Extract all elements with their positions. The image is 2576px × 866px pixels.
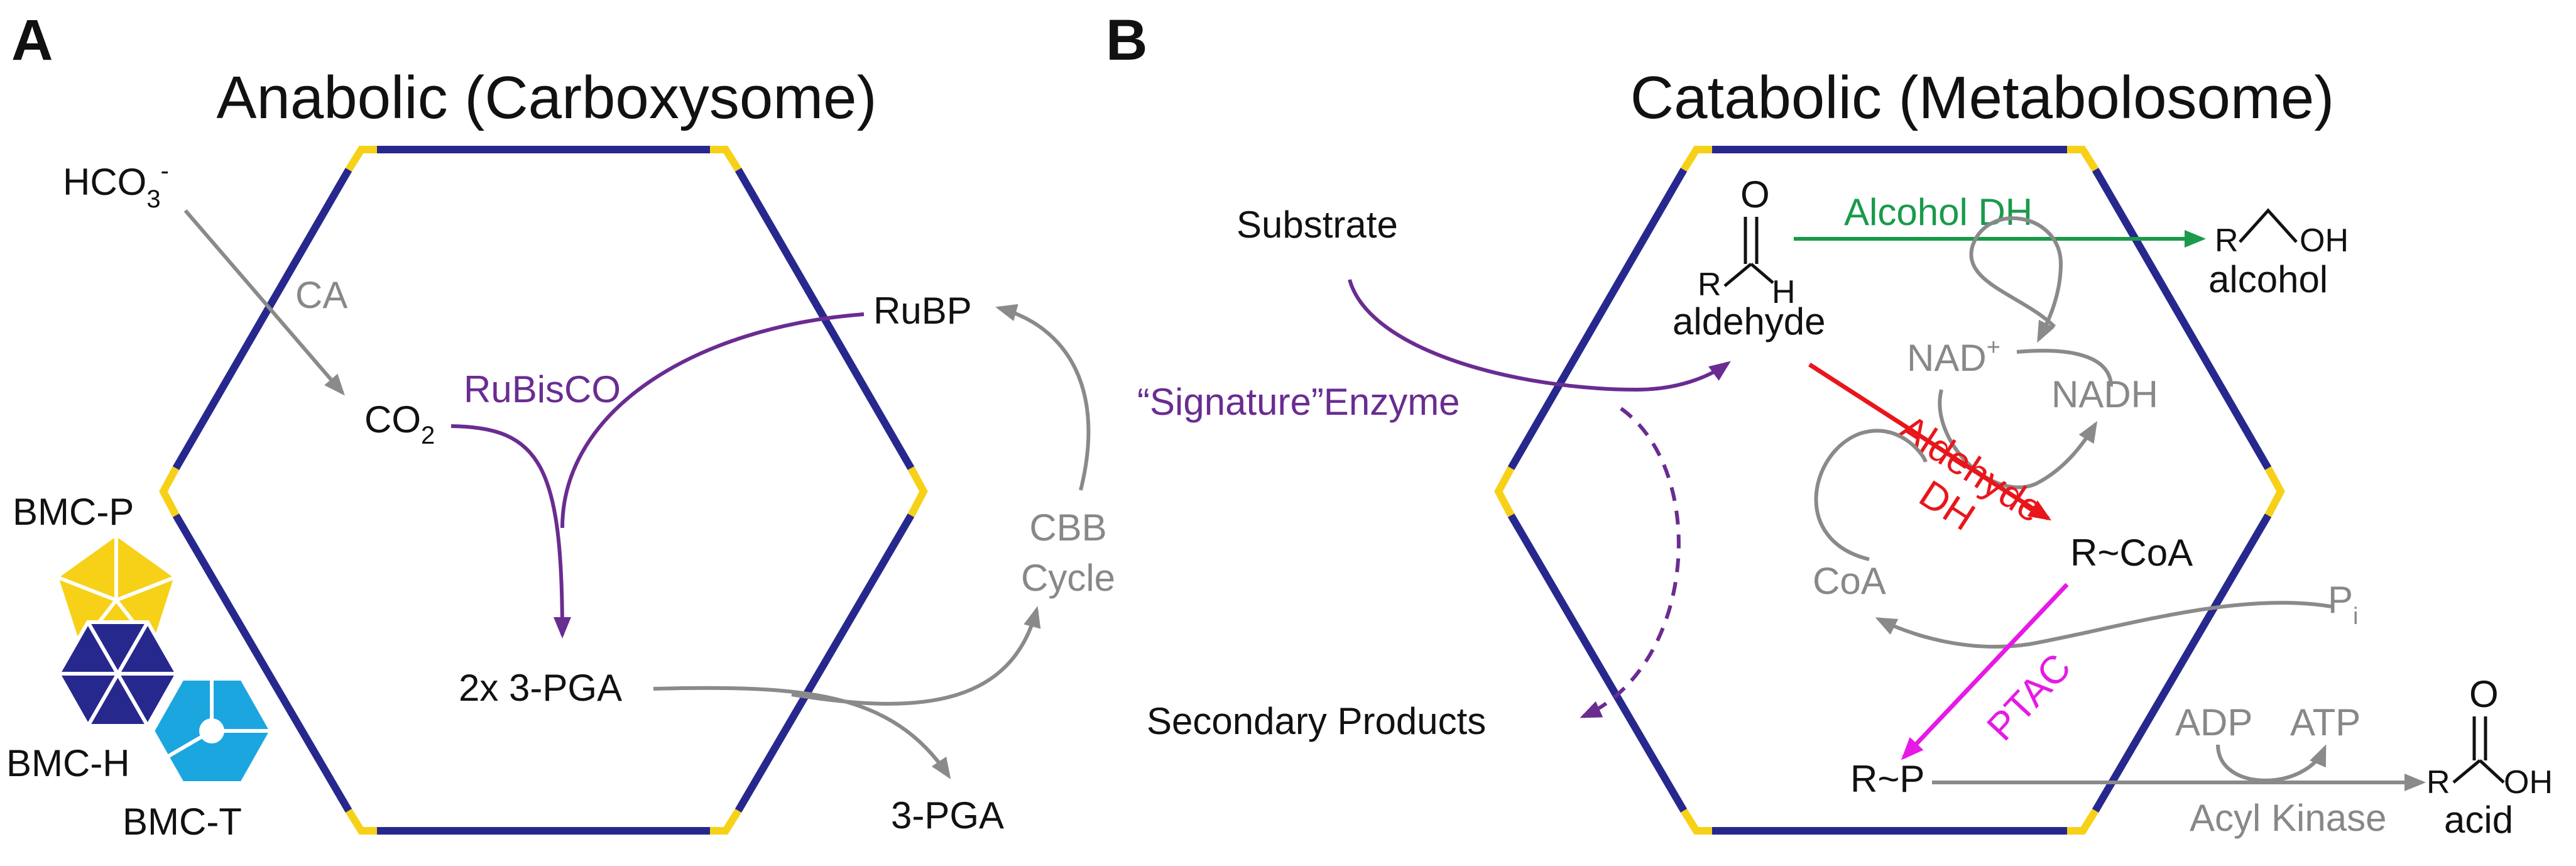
bicarbonate-label: HCO3-	[63, 157, 169, 213]
rubisco-label: RuBisCO	[464, 368, 621, 410]
metabolosome-shell	[1494, 146, 2285, 835]
pga-product-label: 3-PGA	[891, 794, 1004, 836]
rubisco-arrow-co2	[450, 424, 571, 639]
panel-b-title: Catabolic (Metabolosome)	[1630, 64, 2335, 131]
svg-text:O: O	[1740, 173, 1770, 216]
bmc-p-label: BMC-P	[13, 491, 134, 533]
acid-label: acid	[2444, 799, 2513, 841]
aldehyde-label: aldehyde	[1673, 300, 1826, 343]
svg-text:R: R	[2426, 764, 2450, 801]
cbb-label-1: CBB	[1029, 507, 1106, 549]
rp-label: R~P	[1850, 758, 1924, 800]
acyl-kinase-label: Acyl Kinase	[2190, 797, 2386, 839]
secondary-products-label: Secondary Products	[1147, 700, 1486, 742]
rubp-label: RuBP	[873, 290, 972, 332]
rubisco-arrow-rubp	[560, 312, 865, 529]
acid-structure: O R OH	[2426, 673, 2553, 801]
ca-arrow	[183, 209, 345, 396]
cbb-label-2: Cycle	[1021, 557, 1115, 599]
svg-text:R: R	[2215, 222, 2239, 259]
alcohol-dh-label: Alcohol DH	[1844, 191, 2033, 233]
aldehyde-dh-arrow	[1808, 363, 2052, 521]
bmc-h-hexamer-icon	[56, 620, 180, 728]
signature-enzyme-label: “Signature”Enzyme	[1137, 381, 1460, 423]
alcohol-label: alcohol	[2208, 258, 2328, 300]
nad-label: NAD+	[1907, 334, 2000, 379]
svg-text:OH: OH	[2300, 222, 2349, 259]
pi-to-coa-arrow	[1875, 601, 2332, 649]
svg-text:H: H	[1772, 274, 1796, 310]
cbb-to-rubp-arrow	[995, 304, 1091, 491]
rcoa-label: R~CoA	[2070, 532, 2193, 574]
coa-label: CoA	[1813, 560, 1886, 602]
bmc-h-label: BMC-H	[6, 742, 130, 784]
atp-label: ATP	[2290, 701, 2360, 743]
bmc-t-label: BMC-T	[123, 801, 242, 843]
panel-a-letter: A	[11, 8, 53, 72]
secondary-products-arrow	[1580, 407, 1681, 718]
alcohol-structure: R OH	[2215, 208, 2349, 259]
substrate-to-aldehyde-arrow	[1348, 279, 1731, 392]
ptac-arrow	[1901, 583, 2069, 760]
adp-label: ADP	[2175, 701, 2252, 743]
aldehyde-structure: O R H	[1698, 173, 1796, 310]
nad-to-nadh-link	[2016, 349, 2113, 387]
panel-b-letter: B	[1106, 8, 1147, 72]
substrate-label: Substrate	[1236, 204, 1398, 246]
pi-label: Pi	[2328, 579, 2358, 630]
svg-text:R: R	[1698, 266, 1722, 303]
nadh-label: NADH	[2051, 373, 2158, 415]
nad-regeneration-arrow	[1969, 216, 2063, 343]
svg-text:OH: OH	[2504, 764, 2553, 801]
bmc-t-trimer-icon	[150, 677, 274, 785]
co2-label: CO2	[364, 398, 435, 449]
carboxysome-shell	[159, 146, 928, 835]
pga-to-cbb-arrow	[791, 606, 1041, 706]
adp-to-atp-arrow	[2216, 744, 2327, 782]
coa-loop-arrow	[1814, 429, 1928, 561]
aldehyde-dh-label-group: Aldehyde DH	[1891, 407, 2051, 539]
panel-a-title: Anabolic (Carboxysome)	[216, 64, 876, 131]
nad-to-nadh-arrow	[1938, 389, 2098, 490]
svg-text:O: O	[2469, 673, 2499, 715]
ca-label: CA	[295, 274, 347, 316]
pga-2x-label: 2x 3-PGA	[459, 667, 622, 709]
